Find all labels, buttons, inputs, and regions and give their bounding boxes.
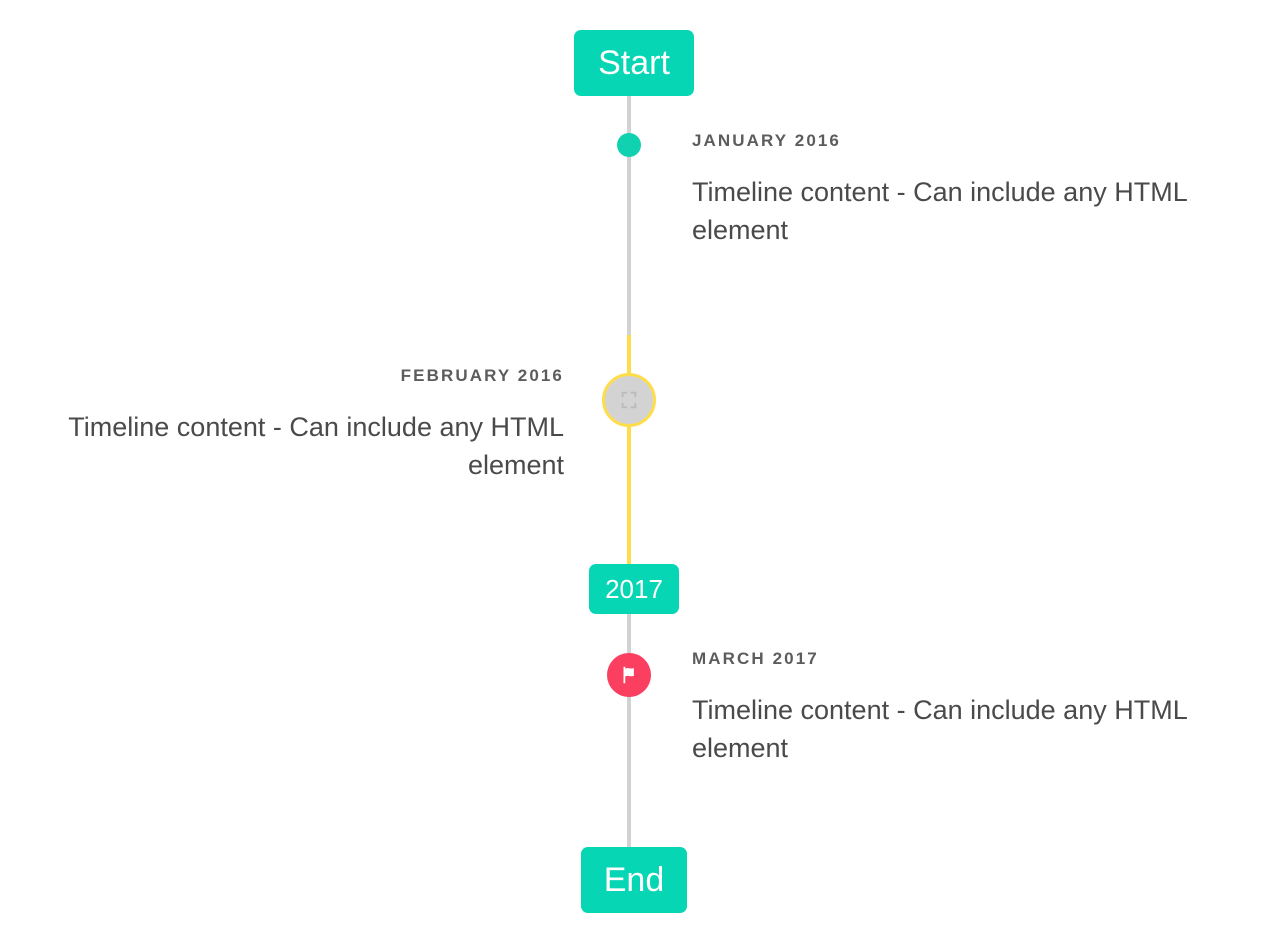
timeline-marker-broken-image-icon[interactable] — [602, 373, 656, 427]
timeline-entry-body: Timeline content - Can include any HTML … — [692, 177, 1187, 246]
timeline-entry-date: JANUARY 2016 — [692, 131, 841, 150]
timeline-entry-february: FEBRUARY 2016 Timeline content - Can inc… — [40, 366, 564, 485]
timeline-end-badge[interactable]: End — [581, 847, 687, 913]
timeline-axis-segment-gray-lower — [627, 614, 631, 847]
timeline-entry-january: JANUARY 2016 Timeline content - Can incl… — [692, 131, 1216, 250]
timeline-entry-date: FEBRUARY 2016 — [400, 366, 564, 385]
broken-image-icon — [618, 389, 640, 411]
timeline-entry-body: Timeline content - Can include any HTML … — [692, 695, 1187, 764]
timeline-marker-flag-icon[interactable] — [607, 653, 651, 697]
timeline-marker-dot-icon[interactable] — [617, 133, 641, 157]
timeline-axis-segment-gray-upper — [627, 96, 631, 335]
timeline-start-badge[interactable]: Start — [574, 30, 694, 96]
timeline-entry-body: Timeline content - Can include any HTML … — [68, 412, 564, 481]
timeline-entry-date: MARCH 2017 — [692, 649, 819, 668]
timeline-year-badge[interactable]: 2017 — [589, 564, 679, 614]
timeline-entry-march: MARCH 2017 Timeline content - Can includ… — [692, 649, 1216, 768]
timeline-axis-segment-yellow — [627, 335, 631, 564]
flag-icon — [623, 666, 634, 684]
